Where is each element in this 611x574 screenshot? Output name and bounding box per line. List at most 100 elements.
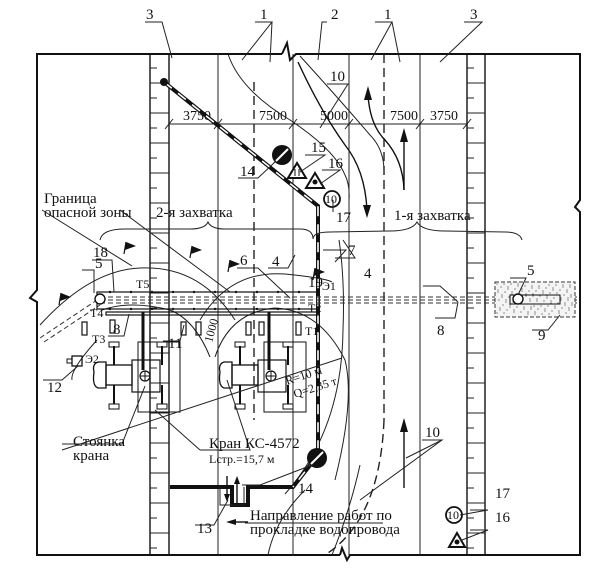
manhole-left xyxy=(94,293,106,305)
dimension-line: 3750 7500 5000 7500 3750 xyxy=(164,109,472,130)
svg-text:1: 1 xyxy=(260,7,268,23)
no-entry-sign-icon xyxy=(272,145,292,165)
pipe-section xyxy=(109,319,116,334)
text-labels: Граница опасной зоны Стоянка крана Кран … xyxy=(44,191,400,538)
svg-text:15: 15 xyxy=(311,140,326,156)
crane-boom-label: Lстр.=15,7 м xyxy=(209,452,275,466)
stake xyxy=(108,307,112,311)
svg-text:19: 19 xyxy=(308,275,323,291)
pipe-section xyxy=(81,321,88,336)
stake xyxy=(297,290,301,294)
svg-text:3: 3 xyxy=(470,7,478,23)
road-works-sign-icon xyxy=(447,530,467,548)
svg-text:T5: T5 xyxy=(136,277,149,291)
leader-lines xyxy=(41,21,561,541)
danger-zone-label-2: опасной зоны xyxy=(44,205,132,221)
svg-text:12: 12 xyxy=(47,380,62,396)
sidewalk-left xyxy=(149,54,170,555)
svg-text:16: 16 xyxy=(328,156,344,172)
zone-1-label: 1-я захватка xyxy=(394,208,471,224)
site-entry-arrows xyxy=(219,476,245,506)
dim-3750-right: 3750 xyxy=(430,109,458,124)
stake xyxy=(129,307,133,311)
pipe-section xyxy=(245,321,252,336)
stake xyxy=(234,290,238,294)
crane-right xyxy=(218,312,307,413)
svg-text:T4: T4 xyxy=(90,306,103,320)
svg-text:4: 4 xyxy=(272,254,280,270)
svg-text:4: 4 xyxy=(364,266,372,282)
stake xyxy=(192,290,196,294)
road-works-sign-icon xyxy=(304,171,326,189)
stake xyxy=(297,307,301,311)
stake xyxy=(234,307,238,311)
callout-numbers: 3 1 2 1 3 10 14 15 16 17 4 7 4 6 19 18 5… xyxy=(47,7,546,537)
work-direction-label-2: прокладке водопровода xyxy=(250,522,400,538)
svg-text:16: 16 xyxy=(495,510,511,526)
stake xyxy=(276,307,280,311)
pipe-section xyxy=(195,321,202,336)
svg-text:T1: T1 xyxy=(305,324,318,338)
traffic-detour-curves xyxy=(227,53,408,556)
svg-text:5: 5 xyxy=(527,263,535,279)
flag-icon xyxy=(312,267,325,281)
pipe-section xyxy=(295,321,302,336)
arrow-down-icon xyxy=(224,494,230,502)
dim-7500-right: 7500 xyxy=(390,109,418,124)
svg-text:10: 10 xyxy=(325,192,337,206)
svg-text:5: 5 xyxy=(95,256,103,272)
svg-text:T2: T2 xyxy=(308,301,321,315)
point-labels: T5 T4 T3 T2 T1 Э1 Э2 1000 xyxy=(85,277,336,366)
pipe-connection-area xyxy=(494,281,576,318)
arrow-up-icon xyxy=(400,128,408,142)
arrow-down-icon xyxy=(363,205,371,218)
zone-2-label: 2-я захватка xyxy=(156,205,233,221)
speed-limit-sign-icon: 10 xyxy=(323,190,341,208)
flag-icon xyxy=(227,259,240,273)
flag-icon xyxy=(123,241,136,255)
arrow-up-icon xyxy=(234,476,240,484)
stake xyxy=(129,290,133,294)
stake xyxy=(255,290,259,294)
sidewalk-left-ticks xyxy=(150,67,169,549)
stake xyxy=(213,290,217,294)
svg-text:18: 18 xyxy=(93,245,108,261)
crane-model-label: Кран КС-4572 xyxy=(209,436,300,452)
no-entry-sign-icon xyxy=(307,448,327,468)
svg-text:6: 6 xyxy=(240,253,248,269)
site-frame xyxy=(28,39,581,563)
crane-parking-label-2: крана xyxy=(73,448,109,464)
danger-zone-label-1: Граница xyxy=(44,191,97,207)
stake xyxy=(213,307,217,311)
svg-text:10: 10 xyxy=(330,69,345,85)
arrow-up-icon xyxy=(364,86,372,100)
sidewalk-right xyxy=(466,54,486,555)
zone-braces: 2-я захватка 1-я захватка xyxy=(99,205,523,241)
svg-text:14: 14 xyxy=(240,164,256,180)
svg-text:8: 8 xyxy=(113,322,121,338)
svg-text:14: 14 xyxy=(298,481,314,497)
manhole-right xyxy=(512,293,524,305)
stake xyxy=(171,290,175,294)
dim-5000: 5000 xyxy=(320,109,348,124)
svg-text:Э1: Э1 xyxy=(322,279,336,293)
sidewalk-right-ticks xyxy=(467,67,485,549)
svg-text:2: 2 xyxy=(331,7,339,23)
svg-text:13: 13 xyxy=(197,521,212,537)
pipe-sections xyxy=(81,319,302,336)
stake xyxy=(108,290,112,294)
road-narrowing-sign-icon xyxy=(286,161,308,179)
danger-zone-flags xyxy=(58,241,325,306)
dim-1000: 1000 xyxy=(201,317,221,344)
svg-text:T3: T3 xyxy=(92,332,105,346)
svg-text:10: 10 xyxy=(447,508,459,522)
stake xyxy=(192,307,196,311)
svg-text:8: 8 xyxy=(437,323,445,339)
flag-icon xyxy=(189,245,202,259)
trench-stakes xyxy=(108,290,301,311)
svg-text:17: 17 xyxy=(336,210,352,226)
svg-text:17: 17 xyxy=(495,486,511,502)
dim-7500-left: 7500 xyxy=(259,109,287,124)
electrical-panel-icon xyxy=(66,355,83,367)
